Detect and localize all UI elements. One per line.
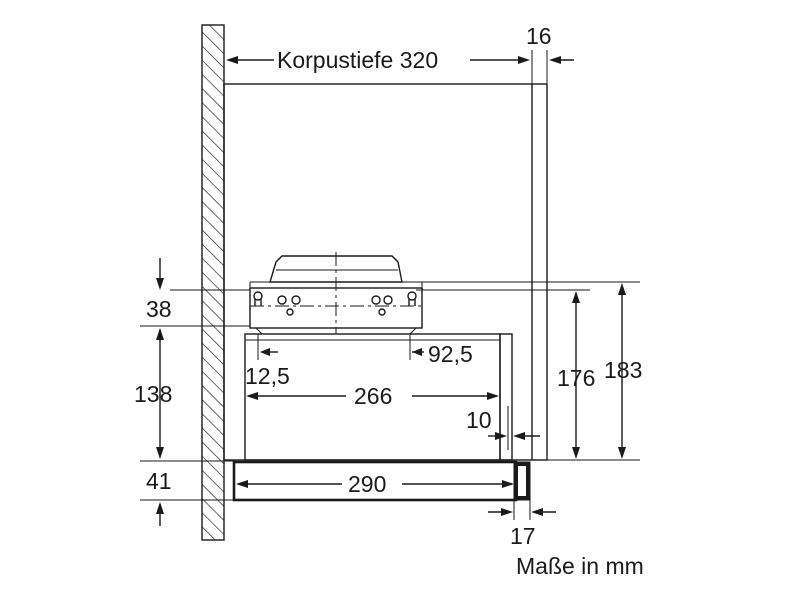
keyhole-slot-mid-right — [371, 295, 393, 316]
extension-lines — [140, 50, 640, 520]
dim-92-5: 92,5 — [428, 341, 473, 367]
hood-body — [244, 333, 513, 461]
front-panel — [232, 460, 531, 502]
dim-290: 290 — [348, 471, 386, 497]
dim-16: 16 — [526, 23, 552, 49]
dim-183: 183 — [604, 357, 642, 383]
dim-41: 41 — [146, 468, 172, 494]
keyhole-slot-right — [407, 291, 417, 306]
dim-138: 138 — [134, 381, 172, 407]
dim-10: 10 — [466, 407, 492, 433]
keyhole-slot-left — [253, 291, 263, 306]
dim-266: 266 — [354, 383, 392, 409]
dim-17: 17 — [510, 523, 536, 549]
dim-176: 176 — [557, 365, 595, 391]
dimension-lines — [156, 56, 626, 526]
dim-12-5: 12,5 — [245, 363, 290, 389]
dim-korpustiefe: Korpustiefe 320 — [277, 47, 438, 73]
wall — [201, 24, 225, 541]
keyhole-slot-mid-left — [277, 295, 301, 316]
dim-38: 38 — [146, 296, 172, 322]
hood-motor-unit — [249, 252, 423, 335]
units-note: Maße in mm — [516, 553, 644, 579]
